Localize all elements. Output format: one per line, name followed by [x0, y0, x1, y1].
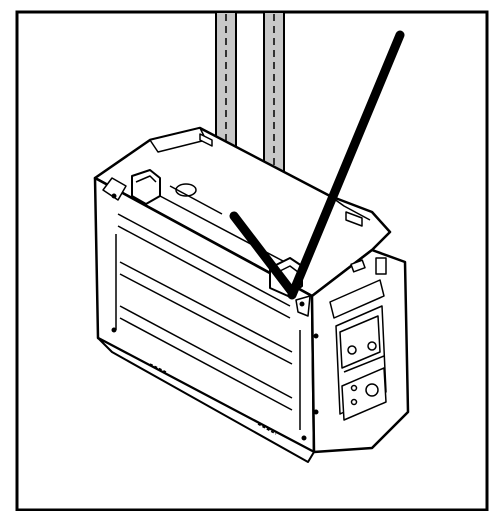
pointer-arrow-icon — [229, 30, 405, 300]
welding-machine-case — [93, 126, 410, 463]
illustration-border — [15, 10, 489, 511]
